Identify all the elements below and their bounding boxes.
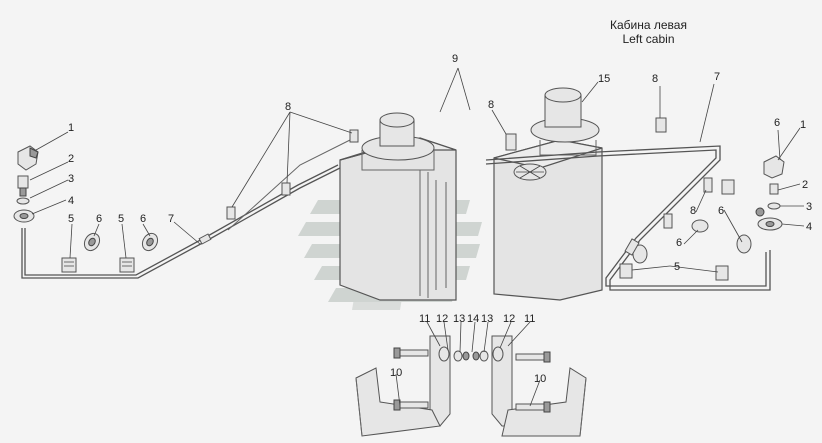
callout-left-2: 2 [68, 153, 74, 165]
callout-left-3: 3 [68, 173, 74, 185]
right-fuel-tank [493, 87, 603, 301]
callout-bracket-14: 14 [467, 313, 479, 325]
callout-left-5a: 5 [68, 213, 74, 225]
callout-top-15: 15 [598, 73, 610, 85]
callout-right-6b: 6 [718, 205, 724, 217]
title-block: Кабина левая Left cabin [610, 18, 687, 46]
callout-left-1: 1 [68, 122, 74, 134]
callout-left-6b: 6 [140, 213, 146, 225]
callout-left-4: 4 [68, 195, 74, 207]
callout-right-3: 3 [806, 201, 812, 213]
callout-top-9: 9 [452, 53, 458, 65]
callout-left-5b: 5 [118, 213, 124, 225]
right-fuel-line [485, 117, 785, 291]
callout-right-2: 2 [802, 179, 808, 191]
callout-bracket-10a: 10 [390, 367, 402, 379]
callout-bracket-12b: 12 [503, 313, 515, 325]
callout-right-8b: 8 [690, 205, 696, 217]
callout-bracket-13b: 13 [481, 313, 493, 325]
callout-left-6a: 6 [96, 213, 102, 225]
callout-right-6: 6 [774, 117, 780, 129]
title-ru: Кабина левая [610, 18, 687, 32]
callout-right-7: 7 [714, 71, 720, 83]
callout-bracket-10b: 10 [534, 373, 546, 385]
callout-right-5: 5 [674, 261, 680, 273]
callout-bracket-11b: 11 [524, 313, 535, 325]
mounting-brackets [355, 335, 587, 437]
callout-bracket-11a: 11 [419, 313, 430, 325]
leader-lines [29, 67, 805, 407]
callout-mid-8: 8 [488, 99, 494, 111]
left-fuel-tank [339, 112, 457, 301]
callout-right-8: 8 [652, 73, 658, 85]
callout-right-4: 4 [806, 221, 812, 233]
callout-right-6c: 6 [676, 237, 682, 249]
title-en: Left cabin [622, 32, 675, 46]
callout-bracket-13a: 13 [453, 313, 465, 325]
left-fuel-line [13, 129, 359, 279]
callout-labels: 1 2 3 4 5 6 5 6 7 8 9 8 15 8 7 6 1 2 3 4… [68, 53, 812, 385]
callout-bracket-12a: 12 [436, 313, 448, 325]
callout-left-8: 8 [285, 101, 291, 113]
callout-right-1: 1 [800, 119, 806, 131]
callout-left-7: 7 [168, 213, 174, 225]
